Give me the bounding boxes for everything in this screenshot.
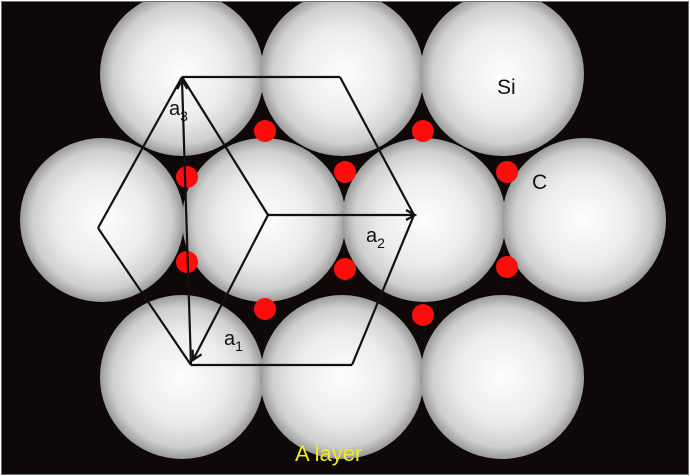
si-atom (420, 2, 584, 156)
si-atom (342, 138, 506, 302)
c-atom (334, 258, 356, 280)
c-atom (254, 120, 276, 142)
a1-label: a1 (224, 328, 243, 354)
a3-label: a3 (169, 98, 188, 124)
c-atom (496, 256, 518, 278)
si-atom (420, 295, 584, 459)
a2-label: a2 (366, 225, 385, 251)
vector-a3-arrow (182, 80, 193, 366)
si-atom (100, 295, 264, 459)
c-atom (496, 161, 518, 183)
c-atom (254, 298, 276, 320)
c-atom (334, 161, 356, 183)
si-atom (182, 138, 346, 302)
c-atom (176, 166, 198, 188)
c-label: C (532, 171, 547, 194)
si-atom (260, 295, 424, 459)
si-label: Si (497, 76, 516, 99)
hexagon-outline (97, 75, 416, 367)
si-atom (502, 138, 666, 302)
c-atom (412, 304, 434, 326)
c-atom (412, 120, 434, 142)
vector-a1-arrow (193, 214, 269, 360)
layer-caption: A layer (295, 441, 362, 466)
